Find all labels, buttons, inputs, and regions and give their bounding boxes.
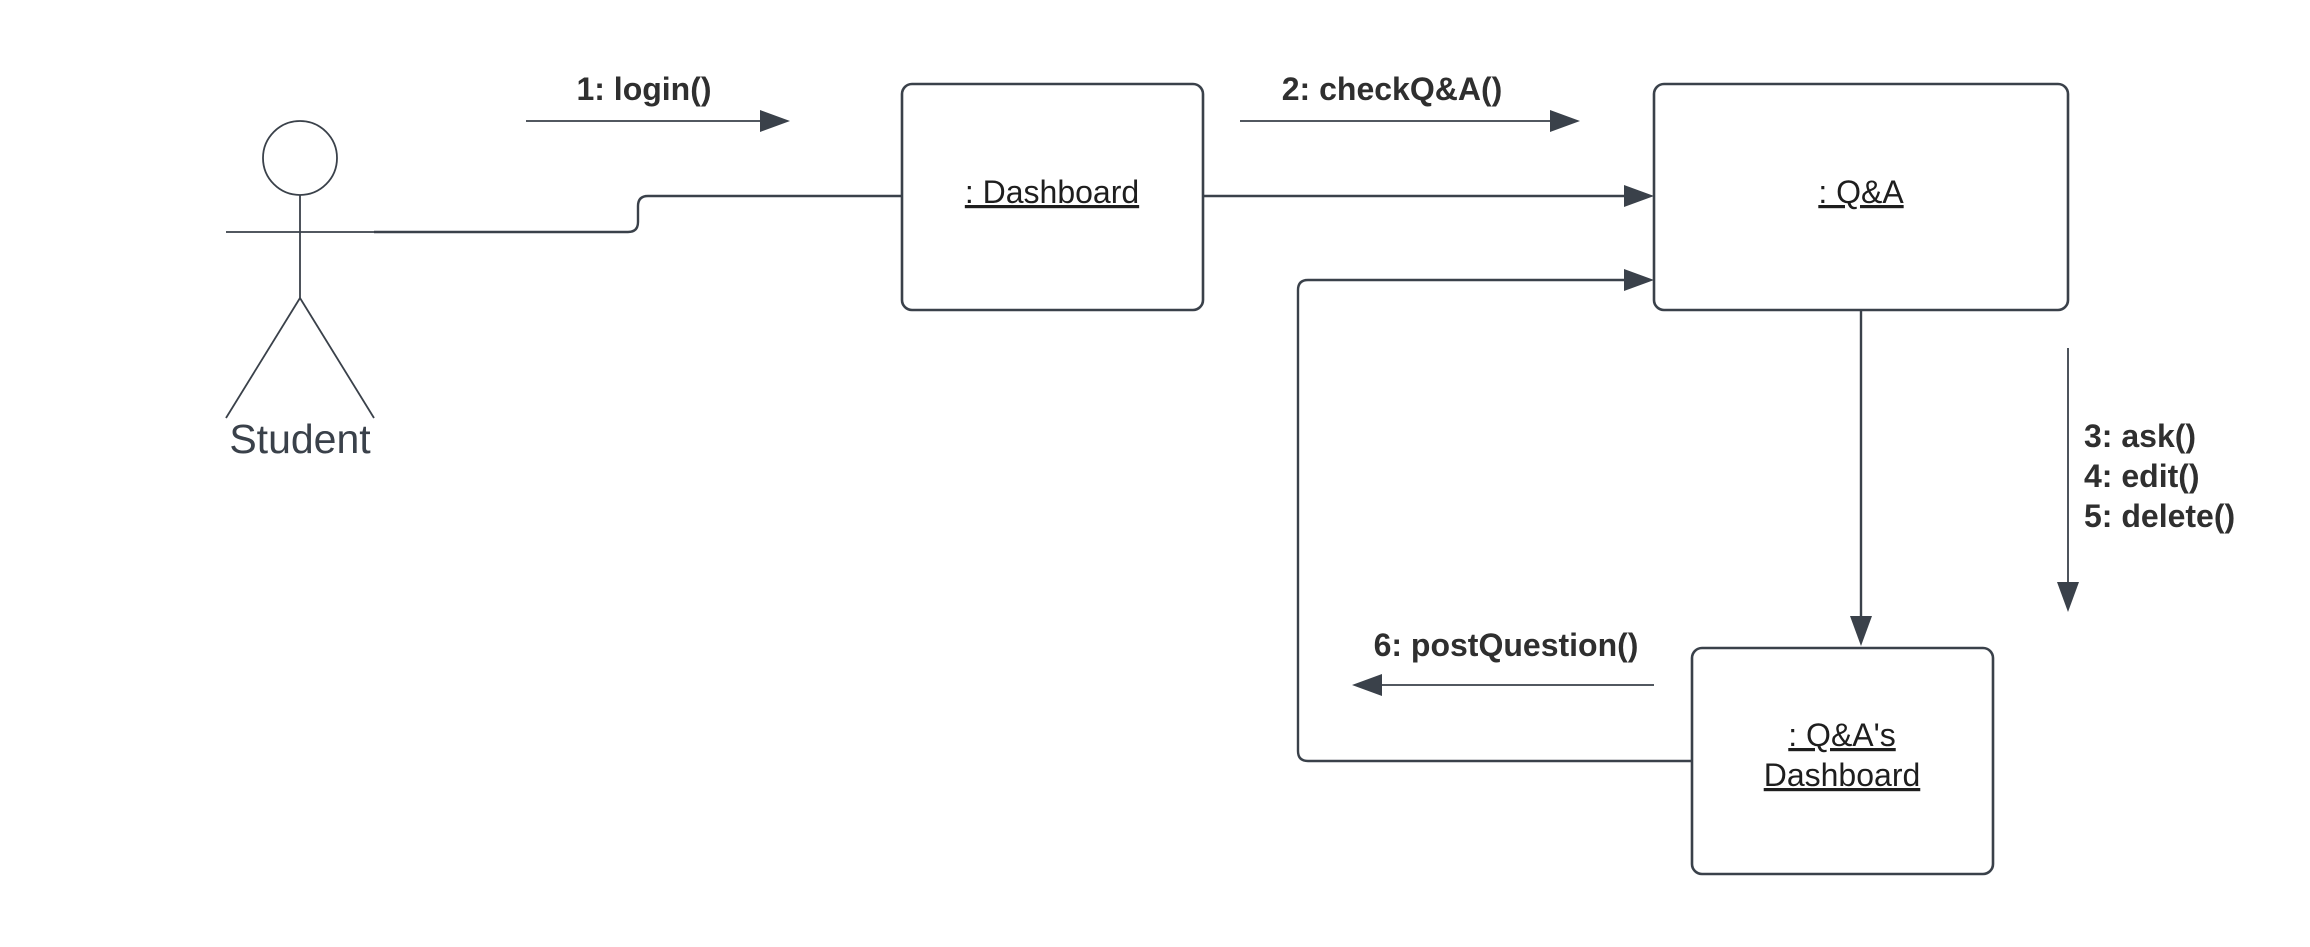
link-student-dashboard — [374, 194, 902, 234]
message-4-label: 4: edit() — [2084, 458, 2200, 494]
link-qadashboard-qa-arrowhead — [1624, 269, 1654, 291]
message-3-label: 3: ask() — [2084, 418, 2196, 454]
message-1-arrowhead — [760, 110, 790, 132]
dashboard-object: : Dashboard — [900, 82, 1205, 312]
message-1: 1: login() — [526, 71, 790, 132]
qa-label: : Q&A — [1818, 174, 1904, 210]
message-2-label: 2: checkQ&A() — [1282, 71, 1503, 107]
actor-head — [262, 120, 338, 196]
link-qadashboard-qa — [1296, 278, 1692, 763]
actor-right-leg — [299, 297, 375, 419]
message-1-label: 1: login() — [576, 71, 711, 107]
qa-object: : Q&A — [1652, 82, 2070, 312]
qa-dashboard-label-line2: Dashboard — [1764, 757, 1921, 793]
messages-3-5-arrowhead — [2057, 582, 2079, 612]
actor-left-leg — [225, 297, 301, 419]
link-dashboard-qa-arrowhead — [1624, 185, 1654, 207]
dashboard-label: : Dashboard — [965, 174, 1139, 210]
message-6-label: 6: postQuestion() — [1374, 627, 1639, 663]
qa-dashboard-object: : Q&A's Dashboard — [1690, 646, 1995, 876]
message-2-arrowhead — [1550, 110, 1580, 132]
actor-name: Student — [229, 416, 371, 462]
message-6: 6: postQuestion() — [1352, 627, 1654, 696]
qa-dashboard-label-line1: : Q&A's — [1788, 717, 1895, 753]
student-actor: Student — [225, 120, 375, 462]
link-qa-qadashboard-arrowhead — [1850, 616, 1872, 646]
message-2: 2: checkQ&A() — [1240, 71, 1580, 132]
message-5-label: 5: delete() — [2084, 498, 2235, 534]
message-6-arrowhead — [1352, 674, 1382, 696]
messages-3-5: 3: ask() 4: edit() 5: delete() — [2057, 348, 2235, 612]
